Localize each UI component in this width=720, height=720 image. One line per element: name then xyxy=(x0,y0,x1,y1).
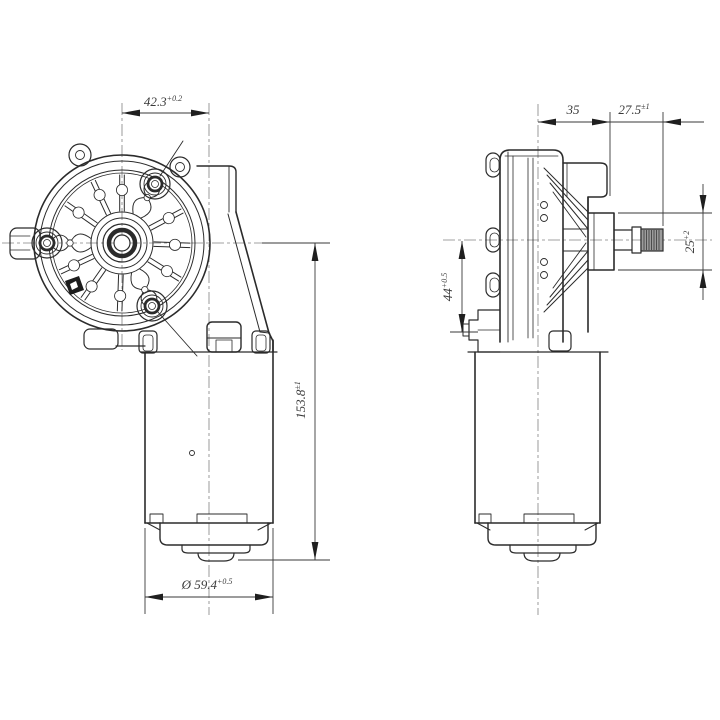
output-shaft xyxy=(562,212,664,271)
dimension-label-27-5: 27.5±1 xyxy=(618,102,649,117)
motor-end-cap-side xyxy=(476,522,599,562)
centerlines xyxy=(2,103,712,615)
shaft-boss xyxy=(587,212,615,271)
motor-end-cap-front xyxy=(146,522,272,562)
dimension-label-35: 35 xyxy=(566,102,581,117)
dimension-label-153-8: 153.8±1 xyxy=(293,381,308,419)
flange-ears xyxy=(9,143,191,350)
motor-can-front xyxy=(138,321,278,524)
gearbox-cover-side xyxy=(499,149,564,343)
mounting-boss-bottom-right xyxy=(136,290,168,322)
dimension-44: 44+0.5 xyxy=(440,241,478,333)
leader-line-top xyxy=(159,140,184,177)
dimension-153-8: 153.8±1 xyxy=(238,242,330,561)
dimension-label-42-3: 42.3+0.2 xyxy=(144,94,182,109)
mounting-boss-left xyxy=(31,227,63,259)
gusset-ribs xyxy=(540,167,589,333)
front-view xyxy=(9,140,278,562)
flange-bosses-side xyxy=(462,152,501,353)
dimension-label-25: 25+2 xyxy=(682,231,697,253)
motor-can-side xyxy=(467,330,609,524)
dimension-42-3: 42.3+0.2 xyxy=(122,94,209,117)
dimension-label-44: 44+0.5 xyxy=(440,273,455,301)
index-marker xyxy=(65,276,84,295)
dimension-59-4: Ø 59.4+0.5 xyxy=(144,528,274,614)
side-view xyxy=(462,149,664,562)
dimension-35-27-5: 35 27.5±1 xyxy=(538,102,704,226)
leader-line-bottom xyxy=(156,310,198,357)
cover-spokes xyxy=(50,174,191,312)
dimension-label-59-4: Ø 59.4+0.5 xyxy=(181,577,233,592)
connector-block xyxy=(562,162,608,214)
mounting-boss-top-right xyxy=(139,168,171,200)
spoke-wavy xyxy=(50,233,92,253)
dimension-25: 25+2 xyxy=(618,184,712,300)
